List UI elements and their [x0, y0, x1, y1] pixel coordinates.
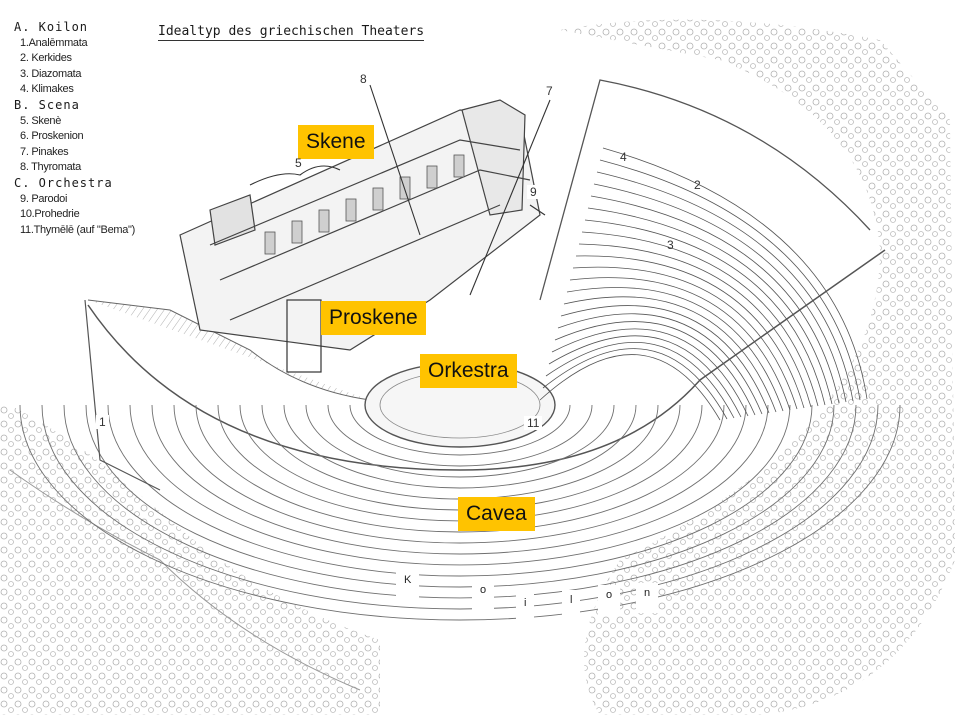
- legend-item: 2. Kerkides: [20, 52, 72, 65]
- seating-row: [590, 195, 840, 404]
- legend: A. Koilon 1.Analēmmata 2. Kerkides 3. Di…: [14, 20, 174, 238]
- building-window: [426, 165, 438, 189]
- building-window: [372, 187, 384, 211]
- seating-row: [195, 404, 725, 533]
- legend-item: 3. Diazomata: [20, 67, 82, 80]
- label-proskene: Proskene: [321, 301, 426, 335]
- seating-row: [283, 404, 637, 489]
- koilon-letter: n: [636, 583, 659, 613]
- seating-row: [575, 255, 805, 409]
- koilon-letter: i: [516, 593, 535, 623]
- seating-row: [305, 404, 615, 478]
- seating-row: [593, 183, 847, 403]
- seating-row: [578, 243, 812, 408]
- seating-row: [545, 342, 735, 419]
- callout-lines: [249, 84, 551, 296]
- legend-item: 10.Prohedrie: [20, 208, 80, 221]
- legend-item: 4. Klimakes: [20, 83, 74, 96]
- legend-item: 9. Parodoi: [20, 192, 68, 205]
- seating-row: [557, 313, 763, 415]
- legend-item: 11.Thymēlē (auf "Bema"): [20, 223, 136, 236]
- label-skene: Skene: [298, 125, 374, 159]
- legend-heading-orchestra: C. Orchestra: [14, 175, 113, 190]
- vegetation: [0, 19, 955, 716]
- seating-row: [554, 321, 756, 416]
- cavea-seating: [19, 249, 901, 621]
- seating-row: [349, 404, 571, 456]
- seating-row: [602, 147, 868, 400]
- right-cavea-wing: [539, 79, 871, 421]
- seating-row: [173, 404, 747, 544]
- building-window: [318, 209, 330, 233]
- seating-row: [563, 296, 777, 413]
- diagram-title: Idealtyp des griechischen Theaters: [158, 24, 425, 41]
- legend-heading-scena: B. Scena: [14, 97, 80, 112]
- building-window: [291, 220, 303, 244]
- callout-7: 7: [546, 84, 553, 98]
- seating-row: [560, 305, 770, 414]
- seating-row: [584, 219, 826, 406]
- callout-3: 3: [667, 238, 674, 252]
- label-orkestra: Orkestra: [420, 354, 517, 388]
- seating-row: [539, 354, 721, 421]
- seating-row: [548, 335, 742, 418]
- legend-item: 8. Thyromata: [20, 161, 82, 174]
- seating-row: [63, 404, 857, 599]
- callout-9: 9: [527, 185, 540, 199]
- seating-row: [129, 404, 791, 566]
- label-cavea: Cavea: [458, 497, 535, 531]
- building-window: [399, 176, 411, 200]
- callout-11: 11: [524, 416, 543, 430]
- building-window: [264, 231, 276, 255]
- koilon-letter: K: [396, 570, 420, 600]
- seating-row: [569, 277, 791, 411]
- legend-item: 7. Pinakes: [20, 145, 69, 158]
- callout-1: 1: [96, 415, 109, 429]
- callout-8: 8: [360, 72, 367, 86]
- seating-row: [581, 231, 819, 407]
- callout-4: 4: [620, 150, 627, 164]
- seating-row: [151, 404, 769, 555]
- legend-heading-koilon: A. Koilon: [14, 20, 89, 34]
- callout-2: 2: [694, 178, 701, 192]
- legend-item: 5. Skenè: [20, 114, 62, 127]
- legend-item: 6. Proskenion: [20, 130, 84, 143]
- seating-row: [85, 404, 835, 588]
- seating-row: [19, 404, 901, 621]
- koilon-letter: l: [562, 590, 581, 620]
- seating-row: [599, 159, 861, 401]
- building-window: [345, 198, 357, 222]
- seating-row: [566, 287, 784, 412]
- koilon-letter: o: [472, 580, 495, 610]
- koilon-letter: o: [598, 585, 621, 615]
- building-window: [453, 154, 465, 178]
- callout-5: 5: [295, 156, 302, 170]
- seating-row: [107, 404, 813, 577]
- seating-row: [41, 404, 879, 610]
- seating-row: [551, 328, 749, 417]
- seating-row: [572, 266, 798, 410]
- seating-row: [596, 171, 854, 402]
- seating-row: [542, 348, 728, 420]
- seating-row: [327, 404, 593, 467]
- legend-item: 1.Analēmmata: [20, 36, 88, 49]
- seating-row: [587, 207, 833, 405]
